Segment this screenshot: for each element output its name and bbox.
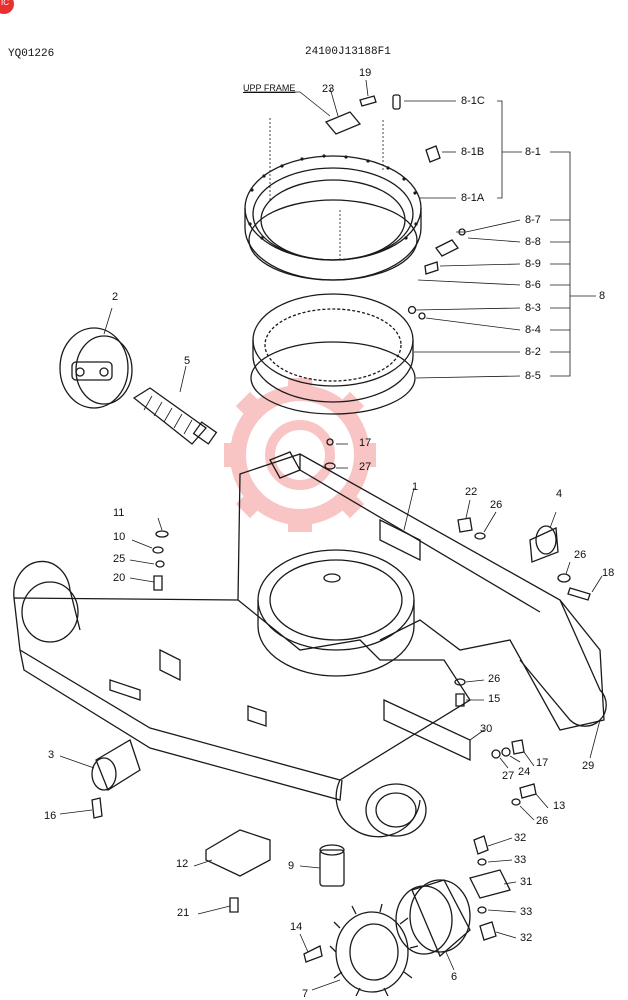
seal-8-5	[250, 341, 416, 415]
callout-27-bottom: 27	[502, 770, 515, 782]
callout-33-bottom: 33	[520, 906, 533, 918]
center-joint	[319, 844, 345, 887]
callout-5: 5	[184, 355, 191, 367]
callout-26-d: 26	[536, 815, 549, 827]
bushing-8-1b	[425, 145, 441, 163]
callout-18: 18	[602, 567, 615, 579]
callout-31: 31	[520, 876, 533, 888]
callout-26-c: 26	[488, 673, 501, 685]
callout-26-a: 26	[490, 499, 503, 511]
callout-4: 4	[556, 488, 563, 500]
callout-8-4: 8-4	[525, 324, 541, 336]
bolt-21	[229, 897, 239, 913]
callout-8-7: 8-7	[525, 214, 541, 226]
callout-3: 3	[48, 749, 55, 761]
callout-8-8: 8-8	[525, 236, 541, 248]
bolt-16	[91, 797, 103, 819]
bolt-19	[359, 95, 377, 107]
track-roller	[91, 739, 141, 819]
callout-17-top: 17	[359, 437, 372, 449]
callout-24: 24	[518, 766, 531, 778]
plug-8-4	[418, 312, 426, 320]
callout-9: 9	[288, 860, 295, 872]
callout-27-top: 27	[359, 461, 372, 473]
leader-lines	[244, 79, 596, 379]
callout-32-top: 32	[514, 832, 527, 844]
callout-8-1b: 8-1B	[461, 146, 485, 158]
callout-19: 19	[359, 67, 372, 79]
callout-6: 6	[451, 971, 458, 983]
callout-8-1a: 8-1A	[461, 192, 485, 204]
callout-25: 25	[113, 553, 126, 565]
pin-8-1c	[392, 94, 401, 110]
callout-26-b: 26	[574, 549, 587, 561]
travel-motor	[395, 879, 471, 958]
callout-8-9: 8-9	[525, 258, 541, 270]
callout-32-bottom: 32	[520, 932, 533, 944]
seal-ring-8-6	[248, 199, 418, 281]
callout-8-6: 8-6	[525, 279, 541, 291]
track-frame	[13, 451, 607, 838]
front-idler	[59, 307, 133, 409]
nipple-8-9	[424, 261, 439, 275]
carrier-roller	[529, 511, 559, 563]
callout-8-1c: 8-1C	[461, 95, 485, 107]
swing-bearing-outer	[244, 154, 422, 281]
cover-8-7	[435, 239, 459, 257]
drive-sprocket	[329, 903, 419, 997]
callout-23: 23	[322, 83, 335, 95]
recoil-spring	[132, 365, 218, 445]
callout-20: 20	[113, 572, 126, 584]
callout-30: 30	[480, 723, 493, 735]
callout-29: 29	[582, 760, 595, 772]
callout-12: 12	[176, 858, 189, 870]
small-hardware	[152, 438, 591, 963]
callout-14: 14	[290, 921, 303, 933]
plate-23	[324, 111, 362, 135]
callout-2: 2	[112, 291, 119, 303]
callout-17-bottom: 17	[536, 757, 549, 769]
assembly-number: 24100J13188F1	[305, 46, 391, 58]
callout-11: 11	[113, 507, 125, 519]
guide-bracket	[205, 829, 271, 877]
ball-8-3	[407, 305, 417, 315]
callout-22: 22	[465, 486, 478, 498]
corner-badge: IC	[0, 0, 14, 14]
diagram-code: YQ01226	[8, 48, 55, 60]
callout-21: 21	[177, 907, 190, 919]
callout-7: 7	[302, 988, 309, 1000]
callout-8-2: 8-2	[525, 346, 541, 358]
ring-gear	[252, 293, 414, 403]
callout-1: 1	[412, 481, 419, 493]
callout-8: 8	[599, 290, 606, 302]
callout-8-1: 8-1	[525, 146, 541, 158]
callout-8-5: 8-5	[525, 370, 541, 382]
callout-16: 16	[44, 810, 57, 822]
callout-33-top: 33	[514, 854, 527, 866]
watermark-gear-icon	[224, 378, 376, 532]
upper-frame-label: UPP FRAME	[243, 83, 296, 93]
callout-13: 13	[553, 800, 566, 812]
callout-8-3: 8-3	[525, 302, 541, 314]
cover-30	[383, 698, 471, 762]
callout-10: 10	[113, 531, 126, 543]
callout-15: 15	[488, 693, 501, 705]
